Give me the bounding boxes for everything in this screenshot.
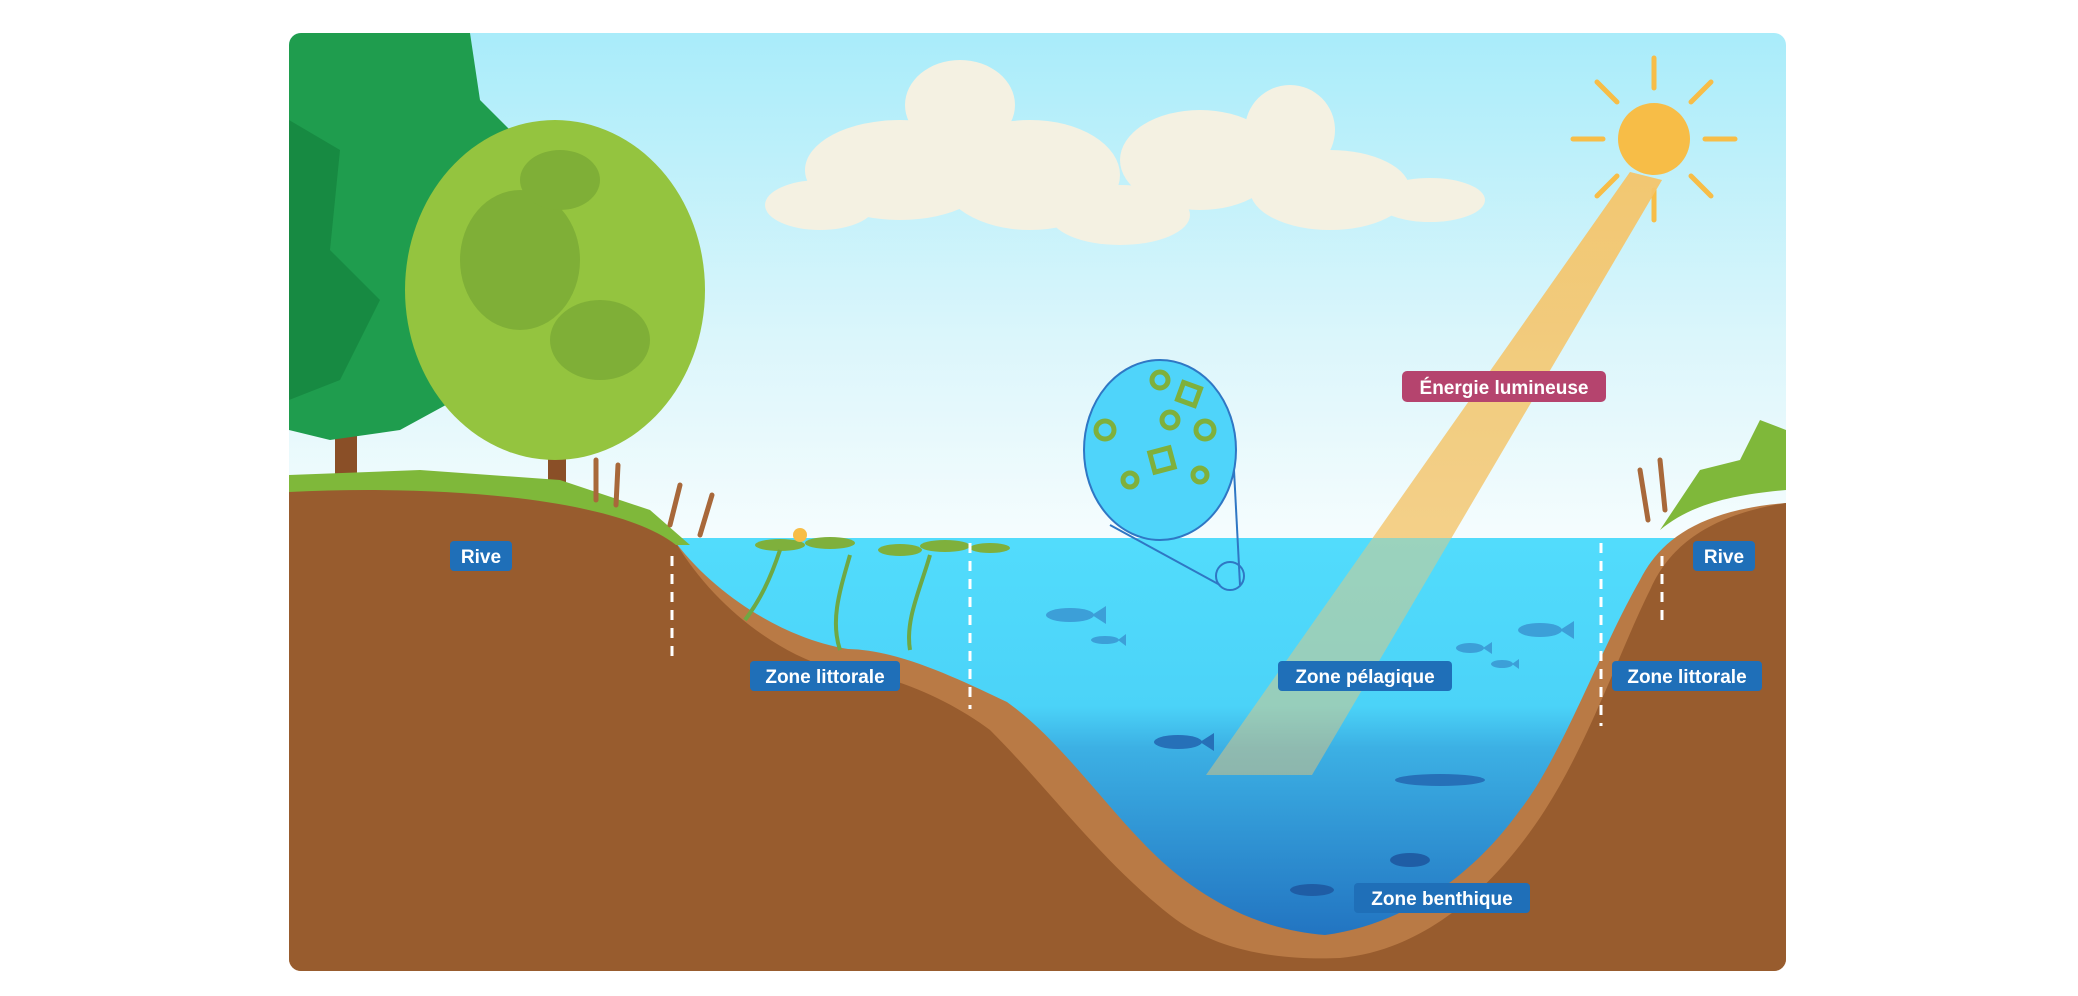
light-energy-text: Énergie lumineuse — [1420, 377, 1589, 399]
label-littoral-left: Zone littorale — [750, 661, 900, 691]
label-littoral-right: Zone littorale — [1612, 661, 1762, 691]
label-rive-left: Rive — [450, 541, 512, 571]
soil — [289, 486, 1786, 971]
rive-left-text: Rive — [461, 547, 501, 568]
grass-left — [289, 470, 690, 545]
light-green-tree — [405, 120, 705, 490]
label-benthic: Zone benthique — [1354, 883, 1530, 913]
rive-right-text: Rive — [1704, 547, 1744, 568]
label-rive-right: Rive — [1693, 541, 1755, 571]
fish — [1046, 606, 1574, 669]
zone-boundaries — [670, 543, 1664, 726]
sun-icon — [1570, 55, 1738, 223]
submerged-plants — [743, 549, 932, 651]
label-pelagic: Zone pélagique — [1278, 661, 1452, 691]
deep-fish — [1154, 733, 1485, 896]
label-light-energy: Énergie lumineuse — [1402, 371, 1606, 402]
littoral-right-text: Zone littorale — [1627, 667, 1746, 688]
benthic-text: Zone benthique — [1371, 889, 1512, 910]
plankton-magnifier — [1083, 359, 1245, 591]
grass-right — [1660, 420, 1786, 530]
cloud — [765, 60, 1485, 245]
littoral-left-text: Zone littorale — [765, 667, 884, 688]
pelagic-text: Zone pélagique — [1295, 667, 1434, 688]
reeds — [593, 457, 1668, 538]
water-lilies — [755, 528, 1010, 556]
